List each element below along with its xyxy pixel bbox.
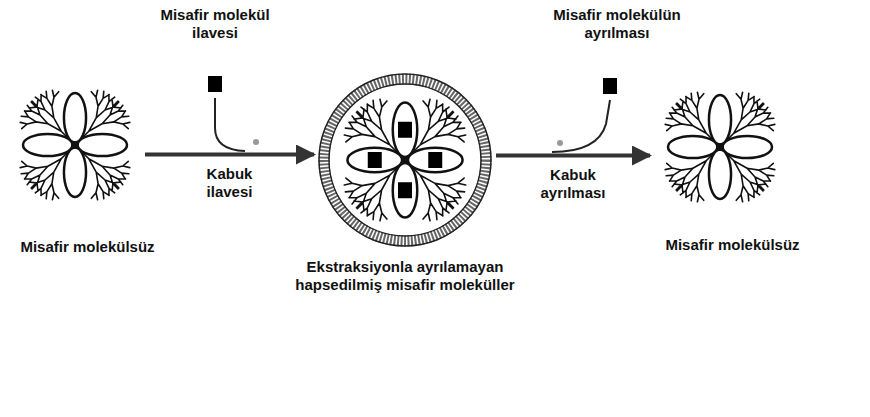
dendrimer-lobe <box>723 136 772 158</box>
dendrimer-shape <box>8 78 142 212</box>
node-caption: Misafir molekülsüz <box>5 238 170 256</box>
dendrimer-node: Misafir molekülsüz <box>645 80 820 254</box>
dendrimer-shape <box>317 72 493 248</box>
process-arrow <box>496 154 650 158</box>
shell-outer <box>319 74 491 246</box>
dendrimer-core <box>716 143 724 151</box>
process-arrow <box>145 153 314 157</box>
dendrimer-branches <box>665 92 775 202</box>
dendrimer-shape <box>653 80 787 214</box>
dendrimer-lobe <box>393 163 417 218</box>
dendrimer-lobe <box>347 148 402 172</box>
dendrimer-lobe <box>668 136 717 158</box>
guest-molecule <box>603 78 617 94</box>
dendrimer-lobe <box>23 134 72 156</box>
dendrimer-lobe <box>709 95 731 144</box>
dendrimer-core <box>401 156 409 164</box>
step-label: Misafir molekülün ayrılması <box>530 6 704 42</box>
guest-molecule <box>368 152 382 168</box>
step-label: Misafir molekül ilavesi <box>143 6 287 42</box>
dendrimer-lobe <box>408 148 463 172</box>
guest-molecule <box>398 182 412 198</box>
node-caption: Misafir molekülsüz <box>645 236 820 254</box>
node-caption: Ekstraksiyonla ayrılamayan hapsedilmiş m… <box>285 258 525 294</box>
dendrimer-node: Ekstraksiyonla ayrılamayan hapsedilmiş m… <box>280 72 530 294</box>
dendrimer-lobe <box>393 102 417 157</box>
edge-label: Kabuk ilavesi <box>188 165 272 201</box>
shell <box>324 79 486 241</box>
small-dot <box>253 139 259 145</box>
dendrimer-lobe <box>78 134 127 156</box>
guest-molecule <box>398 122 412 138</box>
dendrimer-branches <box>20 90 130 200</box>
dendrimer-lobe <box>64 93 86 142</box>
small-dot <box>557 140 563 146</box>
guest-molecule <box>428 152 442 168</box>
shell-inner <box>329 84 481 236</box>
exit-path <box>552 100 610 152</box>
dendrimer-lobe <box>709 150 731 199</box>
dendrimer-node: Misafir molekülsüz <box>5 78 170 256</box>
dendrimer-branches <box>344 99 465 220</box>
guest-molecule <box>208 76 222 92</box>
edge-label: Kabuk ayrılması <box>531 166 615 202</box>
dendrimer-core <box>71 141 79 149</box>
entry-path <box>215 98 245 151</box>
dendrimer-lobe <box>64 148 86 197</box>
